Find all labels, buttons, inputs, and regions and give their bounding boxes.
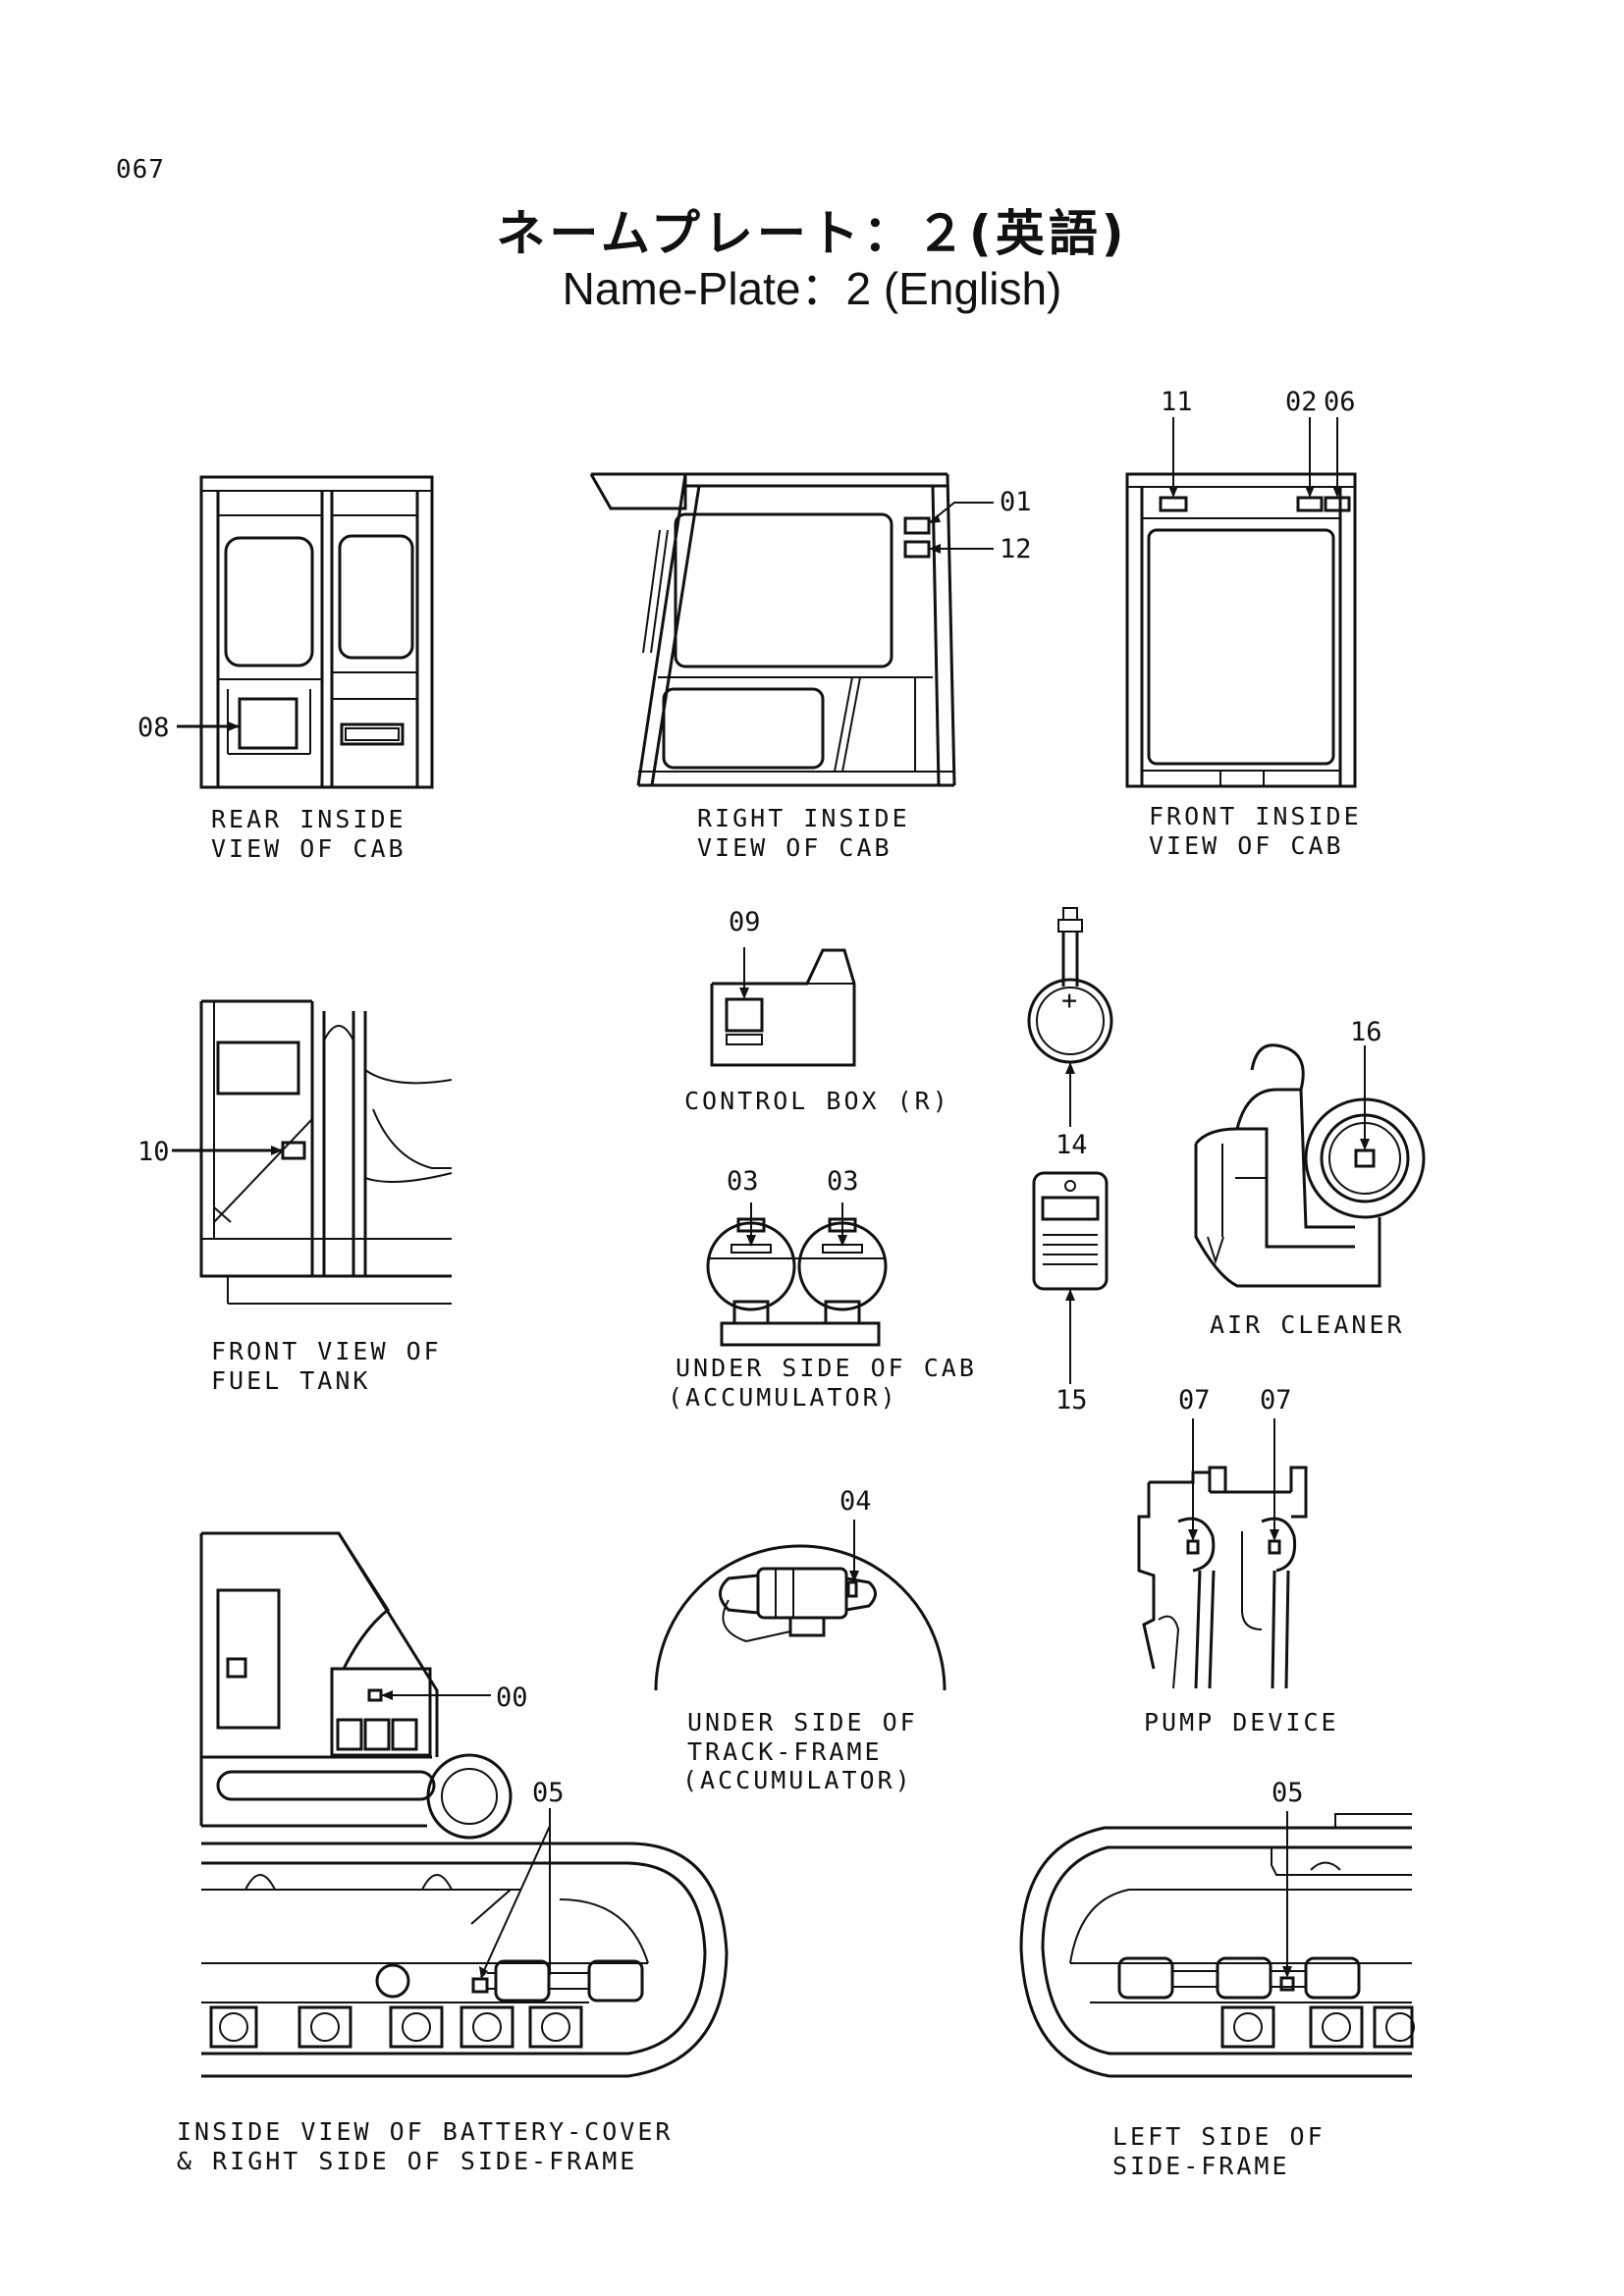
rear-cab-caption-line-1: REAR INSIDE (211, 805, 406, 833)
battery-cover-caption-line-1: INSIDE VIEW OF BATTERY-COVER (177, 2117, 673, 2146)
track-rollers-right (209, 2005, 583, 2049)
page-title-japanese: ネームプレート：２(英語) (496, 205, 1128, 262)
right-cab-caption-line-2: VIEW OF CAB (697, 833, 893, 862)
fuel-tank-caption-line-2: FUEL TANK (211, 1366, 370, 1395)
callout-02: 02 (1285, 387, 1318, 417)
right-cab-caption-line-1: RIGHT INSIDE (697, 804, 910, 832)
front-cab-caption-line-1: FRONT INSIDE (1149, 802, 1362, 830)
left-side-of-side-frame: 05 LEFT SIDE OF SIDE-FRAME (1019, 1778, 1415, 2180)
under-side-of-track-frame-accumulator: 04 UNDER SIDE OF TRACK-FRAME (ACCUMULATO… (654, 1486, 947, 1794)
track-frame-caption-line-3: (ACCUMULATOR) (682, 1766, 913, 1794)
callout-12: 12 (1000, 534, 1032, 564)
front-cab-caption-line-2: VIEW OF CAB (1149, 831, 1344, 860)
battery-cover-and-right-side-frame: 00 (177, 1531, 729, 2175)
control-box-caption: CONTROL BOX (R) (684, 1087, 950, 1115)
plus-sign: + (1061, 986, 1077, 1016)
track-frame-caption-line-1: UNDER SIDE OF (687, 1708, 918, 1736)
callout-03-right: 03 (827, 1166, 859, 1197)
control-box-r: 09 CONTROL BOX (R) (684, 907, 950, 1115)
callout-05-left-side: 05 (1272, 1778, 1304, 1808)
callout-16: 16 (1350, 1017, 1382, 1047)
battery-cover-caption-line-2: & RIGHT SIDE OF SIDE-FRAME (177, 2147, 637, 2175)
callout-06: 06 (1324, 387, 1356, 417)
callout-08: 08 (137, 713, 170, 743)
fuel-tank-caption-line-1: FRONT VIEW OF (211, 1337, 442, 1365)
pump-device-caption: PUMP DEVICE (1144, 1708, 1339, 1736)
air-cleaner-caption: AIR CLEANER (1210, 1310, 1405, 1339)
front-view-of-fuel-tank: 10 FRONT VIEW OF FUEL TANK (137, 999, 453, 1395)
page-title-english: Name-Plate：2 (English) (562, 263, 1062, 314)
callout-04: 04 (839, 1486, 872, 1517)
accumulator-cab-caption-line-1: UNDER SIDE OF CAB (676, 1354, 977, 1382)
track-frame-caption-line-2: TRACK-FRAME (687, 1737, 883, 1766)
rear-cab-caption-line-2: VIEW OF CAB (211, 834, 406, 863)
air-cleaner: 16 AIR CLEANER (1194, 1017, 1426, 1339)
accumulator-cab-caption-line-2: (ACCUMULATOR) (668, 1383, 898, 1412)
rear-inside-view-of-cab: 08 REAR INSIDE VIEW OF CAB (137, 475, 434, 863)
callout-07-right: 07 (1260, 1385, 1292, 1415)
callout-07-left: 07 (1178, 1385, 1211, 1415)
pump-device: 07 07 PUMP DEVICE (1137, 1385, 1339, 1736)
left-side-frame-caption-line-2: SIDE-FRAME (1112, 2152, 1290, 2180)
callout-09: 09 (729, 907, 761, 937)
callout-01: 01 (1000, 487, 1032, 517)
callout-03-left: 03 (727, 1166, 759, 1197)
left-side-frame-caption-line-1: LEFT SIDE OF (1112, 2122, 1326, 2151)
callout-15: 15 (1056, 1385, 1088, 1415)
page-number: 067 (116, 155, 165, 185)
callout-05-right-side: 05 (532, 1778, 565, 1808)
callout-10: 10 (137, 1137, 170, 1167)
right-inside-view-of-cab: 01 12 RIGHT INSIDE VIEW OF CAB (589, 472, 1032, 862)
callout-11: 11 (1161, 387, 1193, 417)
under-side-of-cab-accumulator: 03 03 UNDER SIDE OF CAB (ACCUMULATOR) (668, 1166, 977, 1412)
battery-terminal-and-tag: + 14 15 (1027, 907, 1113, 1415)
callout-00: 00 (496, 1682, 528, 1713)
callout-14: 14 (1056, 1130, 1088, 1160)
track-rollers-left (1220, 2005, 1415, 2049)
front-inside-view-of-cab: 11 02 06 FRONT INSIDE VIEW OF CAB (1125, 387, 1362, 860)
